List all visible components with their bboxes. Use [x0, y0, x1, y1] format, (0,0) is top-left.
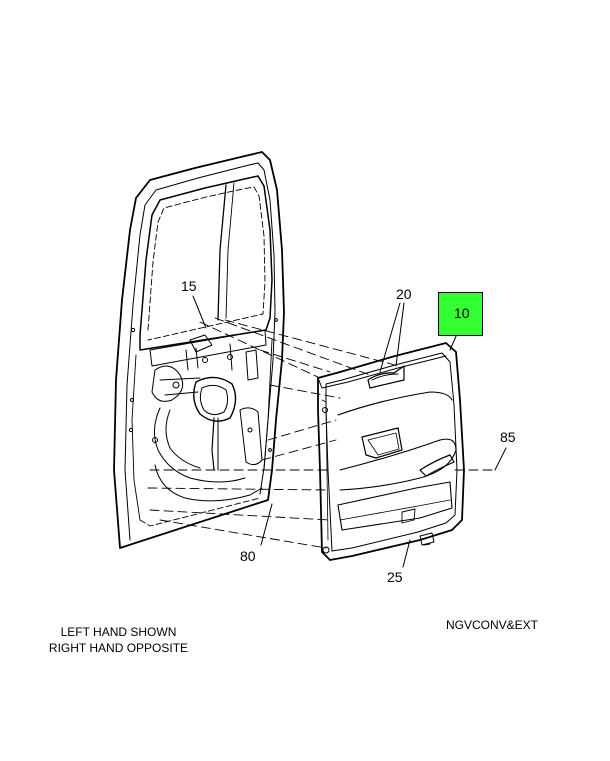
callout-25: 25: [387, 569, 403, 585]
orientation-note-line-1: LEFT HAND SHOWN: [60, 625, 177, 639]
trim-clip: [419, 532, 435, 546]
window-regulator: [149, 329, 267, 502]
callout-15: 15: [181, 278, 197, 294]
callout-20: 20: [396, 286, 412, 302]
leader-lines: [192, 295, 507, 568]
diagram-code: NGVCONV&EXT: [446, 618, 539, 632]
door-trim-panel: [317, 342, 465, 561]
callout-85: 85: [500, 429, 516, 445]
callout-80: 80: [240, 548, 256, 564]
orientation-note-line-2: RIGHT HAND OPPOSITE: [48, 641, 189, 656]
callout-10: 10: [454, 305, 470, 321]
explode-lines: [147, 317, 495, 549]
door-frame: [113, 151, 285, 549]
part-10-highlight: [438, 292, 483, 336]
orientation-note: LEFT HAND SHOWN RIGHT HAND OPPOSITE: [36, 624, 201, 656]
